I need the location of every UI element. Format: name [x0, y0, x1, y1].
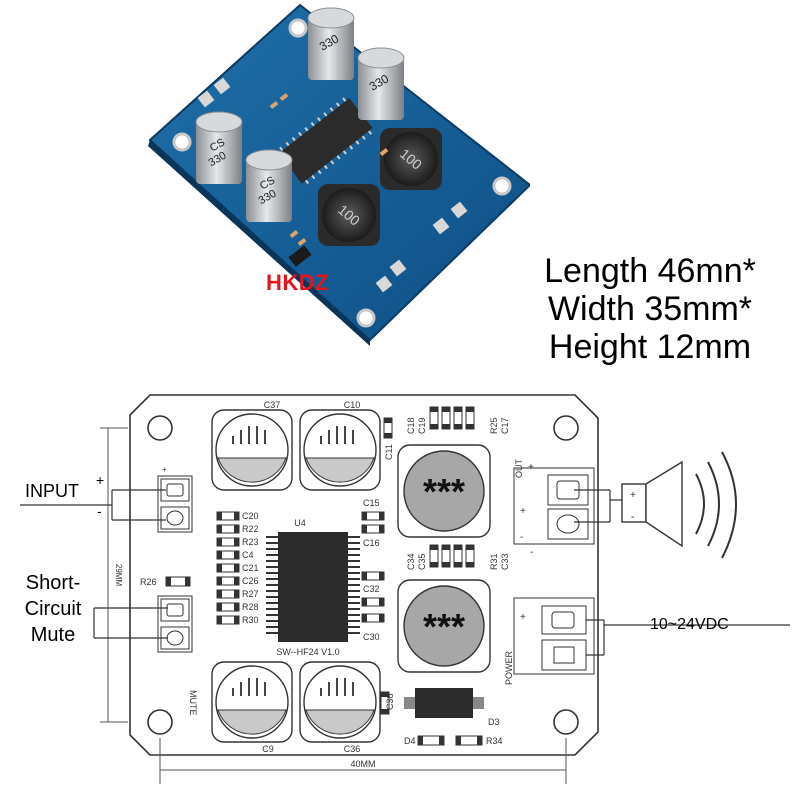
board-outline	[129, 394, 599, 756]
capacitor-1: 330	[307, 7, 355, 80]
svg-text:R30: R30	[242, 615, 259, 625]
mute-terminal	[157, 595, 193, 653]
svg-text:+: +	[162, 465, 167, 474]
svg-text:C9: C9	[262, 744, 274, 754]
svg-text:C17: C17	[500, 417, 510, 434]
svg-text:C4: C4	[242, 550, 254, 560]
svg-text:C11: C11	[384, 444, 394, 460]
svg-text:***: ***	[423, 606, 465, 647]
board-name: SW--HF24 V1.0	[276, 647, 339, 657]
svg-text:+: +	[520, 612, 526, 623]
svg-text:-: -	[520, 532, 523, 543]
mute-label: Short- Circuit Mute	[24, 572, 82, 646]
amplifier-chip	[278, 97, 373, 185]
svg-text:D3: D3	[488, 717, 500, 727]
board-photo: 330 330 CS 330 CS 330 100 100	[148, 3, 530, 346]
cap-c36: C36	[299, 661, 381, 754]
svg-text:C15: C15	[363, 498, 380, 508]
svg-text:29MM: 29MM	[114, 564, 123, 587]
out-terminal	[513, 467, 595, 545]
svg-text:+: +	[630, 490, 636, 501]
inductor-top: ***	[397, 444, 491, 538]
cap-c37: C37	[211, 400, 293, 491]
input-label: INPUT	[25, 481, 79, 501]
svg-text:C30: C30	[363, 632, 380, 642]
power-label: 10~24VDC	[650, 616, 729, 633]
svg-text:C21: C21	[242, 563, 259, 573]
svg-text:C20: C20	[242, 511, 259, 521]
svg-text:+: +	[520, 506, 526, 517]
inductor-2: 100	[318, 184, 380, 246]
speaker-icon	[621, 451, 737, 559]
brand-logo: HKDZ	[266, 270, 330, 295]
svg-text:+: +	[528, 462, 534, 473]
svg-text:R31: R31	[489, 553, 499, 570]
svg-text:R27: R27	[242, 589, 259, 599]
svg-text:C36: C36	[344, 744, 361, 754]
svg-text:C35: C35	[417, 553, 427, 570]
svg-text:C38: C38	[385, 693, 395, 710]
svg-text:C18: C18	[406, 417, 416, 434]
svg-text:R23: R23	[242, 537, 259, 547]
inductor-1: 100	[380, 128, 442, 190]
inductor-bottom: ***	[397, 579, 491, 673]
svg-text:POWER: POWER	[504, 650, 514, 685]
svg-text:C16: C16	[363, 538, 380, 548]
svg-text:C34: C34	[406, 553, 416, 570]
capacitor-2: 330	[357, 47, 405, 120]
svg-text:-: -	[97, 503, 102, 519]
capacitor-4: CS 330	[245, 149, 293, 222]
svg-text:***: ***	[423, 471, 465, 512]
svg-text:R34: R34	[486, 736, 503, 746]
capacitor-3: CS 330	[195, 111, 243, 184]
width-text: Width 35mm*	[547, 290, 753, 328]
svg-text:U4: U4	[294, 518, 306, 528]
svg-text:+: +	[96, 472, 104, 488]
svg-text:C26: C26	[242, 576, 259, 586]
length-text: Length 46mn*	[544, 252, 756, 290]
svg-text:C19: C19	[417, 417, 427, 434]
chip-u4: U4	[266, 518, 360, 642]
dimension-text: Length 46mn* Width 35mm* Height 12mm	[500, 252, 800, 366]
svg-text:C32: C32	[363, 584, 380, 594]
svg-text:D4: D4	[404, 736, 416, 746]
cap-c10: C10	[299, 400, 381, 491]
svg-text:R28: R28	[242, 602, 259, 612]
svg-text:OUT: OUT	[514, 459, 524, 479]
svg-text:C37: C37	[264, 400, 281, 410]
svg-text:-: -	[631, 511, 635, 523]
svg-text:40MM: 40MM	[350, 759, 375, 769]
cap-c9: C9	[211, 661, 293, 754]
svg-text:R25: R25	[489, 417, 499, 434]
svg-text:C33: C33	[500, 553, 510, 570]
svg-text:-: -	[530, 547, 533, 558]
svg-text:MUTE: MUTE	[188, 690, 198, 716]
svg-text:R26: R26	[140, 577, 157, 587]
svg-text:R22: R22	[242, 524, 259, 534]
power-terminal	[513, 597, 595, 675]
height-text: Height 12mm	[548, 328, 752, 366]
svg-text:C10: C10	[344, 400, 361, 410]
input-terminal	[157, 475, 193, 533]
